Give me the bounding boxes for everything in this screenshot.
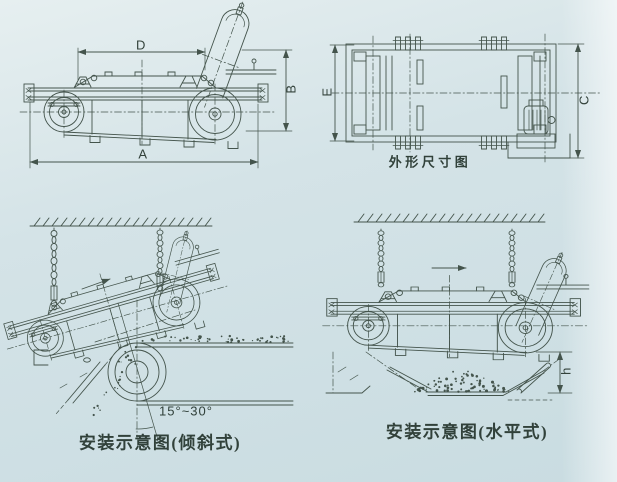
dimension-e	[329, 44, 355, 142]
chain-right	[508, 228, 516, 288]
dimension-d	[77, 47, 206, 81]
conveyor-head-pulley	[94, 299, 294, 441]
chain-left	[377, 228, 385, 288]
dimension-a	[29, 101, 259, 169]
view-install-inclined	[0, 217, 294, 441]
material-pile-dots	[414, 370, 510, 393]
falling-material-dots	[92, 346, 138, 417]
dim-label-h: h	[558, 367, 574, 375]
ceiling-hatch	[29, 217, 213, 227]
dim-label-c: C	[576, 95, 592, 105]
dimension-b	[241, 49, 293, 132]
ceiling-hatch	[353, 213, 546, 223]
caption-horizontal-view: 安装示意图(水平式)	[385, 422, 549, 442]
chain-right	[156, 227, 164, 292]
view-install-horizontal	[322, 213, 590, 401]
dimension-c	[529, 43, 585, 159]
drive-motor	[507, 99, 571, 159]
flow-arrow	[81, 278, 111, 290]
angle-label: 15°~30°	[159, 403, 213, 419]
dim-label-d: D	[136, 37, 146, 53]
dimension-h	[535, 351, 573, 394]
caption-inclined-view: 安装示意图(倾斜式)	[78, 433, 242, 453]
belt-material-dots	[141, 334, 289, 344]
view-plan	[329, 33, 601, 163]
dim-label-e: E	[319, 87, 335, 97]
dim-label-a: A	[138, 146, 148, 162]
caption-outline-view: 外形尺寸图	[388, 154, 472, 170]
view-side-elevation	[19, 0, 293, 169]
dim-label-b: B	[283, 84, 299, 94]
deflector-bar	[55, 344, 123, 415]
bolt-clusters	[392, 36, 510, 150]
trough-conveyor	[325, 351, 559, 401]
chain-left	[50, 227, 58, 307]
